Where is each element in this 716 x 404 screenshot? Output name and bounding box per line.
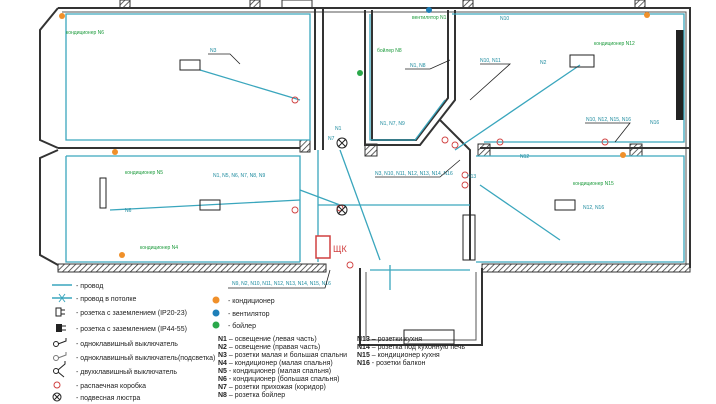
svg-text:бойлер N8: бойлер N8 bbox=[377, 47, 402, 54]
svg-text:N10, N11: N10, N11 bbox=[480, 58, 501, 64]
svg-text:- вентилятор: - вентилятор bbox=[228, 311, 270, 318]
exterior-wall-hatched bbox=[57, 263, 327, 273]
junction-box-icon bbox=[53, 381, 61, 389]
svg-text:N1, N5, N6, N7, N8, N9: N1, N5, N6, N7, N8, N9 bbox=[213, 173, 265, 179]
switch-lit-icon bbox=[53, 352, 67, 361]
svg-text:N8 – розетка бойлер: N8 – розетка бойлер bbox=[218, 391, 285, 399]
svg-text:N15 – кондиционер кухня: N15 – кондиционер кухня bbox=[357, 352, 440, 359]
svg-text:N1 – освещение (левая часть): N1 – освещение (левая часть) bbox=[218, 336, 317, 343]
svg-text:- бойлер: - бойлер bbox=[228, 322, 256, 330]
svg-text:- кондиционер: - кондиционер bbox=[228, 298, 275, 305]
chandelier-icon bbox=[52, 392, 62, 402]
legend-symbols bbox=[52, 284, 72, 402]
window bbox=[676, 30, 684, 120]
fan-icon bbox=[426, 7, 432, 13]
svg-text:- розетка с заземлением (IP20-: - розетка с заземлением (IP20-23) bbox=[76, 310, 187, 317]
svg-text:N2: N2 bbox=[540, 60, 547, 66]
svg-text:кондиционер N6: кондиционер N6 bbox=[66, 30, 104, 36]
svg-text:N1, N7, N9: N1, N7, N9 bbox=[380, 121, 405, 127]
exterior-wall-hatched bbox=[481, 263, 691, 273]
svg-text:N1: N1 bbox=[335, 126, 342, 132]
svg-text:- распаечная коробка: - распаечная коробка bbox=[76, 382, 146, 390]
svg-text:кондиционер N4: кондиционер N4 bbox=[140, 245, 178, 251]
svg-text:N6: N6 bbox=[125, 208, 132, 214]
svg-text:N14 – розетка под кухонную печ: N14 – розетка под кухонную печь bbox=[357, 344, 465, 351]
svg-text:N10: N10 bbox=[500, 16, 509, 22]
air-conditioner-icon bbox=[112, 149, 118, 155]
boiler-icon bbox=[212, 321, 220, 329]
air-conditioner-icon bbox=[620, 152, 626, 158]
svg-text:N16 - розетки балкон: N16 - розетки балкон bbox=[357, 359, 426, 367]
wiring bbox=[65, 13, 685, 290]
svg-text:кондиционер N5: кондиционер N5 bbox=[125, 170, 163, 176]
ceiling-wire-icon bbox=[52, 293, 72, 303]
plan-labels: кондиционер N6 кондиционер N5 кондиционе… bbox=[66, 15, 659, 289]
balcony-window bbox=[403, 329, 455, 345]
svg-text:N10, N12, N15, N16: N10, N12, N15, N16 bbox=[586, 117, 631, 123]
svg-text:N16: N16 bbox=[650, 120, 659, 126]
svg-text:- провод: - провод bbox=[76, 283, 103, 290]
svg-text:N12: N12 bbox=[520, 154, 529, 160]
walls bbox=[39, 0, 691, 346]
svg-text:N7 – розетки прихожая (коридор: N7 – розетки прихожая (коридор) bbox=[218, 384, 326, 391]
svg-text:- двухклавишный выключатель: - двухклавишный выключатель bbox=[76, 368, 177, 376]
electrical-panel: ЩК bbox=[315, 235, 347, 259]
svg-text:N6 - кондиционер (большая спал: N6 - кондиционер (большая спальня) bbox=[218, 375, 339, 383]
svg-text:N13: N13 bbox=[467, 174, 476, 180]
svg-text:N3: N3 bbox=[210, 48, 217, 54]
air-conditioner-icon bbox=[119, 252, 125, 258]
air-conditioner-icon bbox=[212, 296, 220, 304]
svg-text:кондиционер N12: кондиционер N12 bbox=[594, 41, 635, 47]
svg-text:- провод в потолке: - провод в потолке bbox=[76, 296, 137, 303]
svg-text:ЩК: ЩК bbox=[333, 244, 347, 254]
socket-ip44-icon bbox=[56, 324, 66, 332]
boiler-icon bbox=[357, 70, 363, 76]
svg-text:- подвесная люстра: - подвесная люстра bbox=[76, 395, 140, 402]
svg-text:- одноклавишный выключатель(по: - одноклавишный выключатель(подсветка) bbox=[76, 354, 215, 362]
svg-text:N5 - кондиционер (малая спальн: N5 - кондиционер (малая спальня) bbox=[218, 368, 331, 375]
svg-text:кондиционер N15: кондиционер N15 bbox=[573, 181, 614, 187]
svg-text:N2 – освещение (правая часть): N2 – освещение (правая часть) bbox=[218, 344, 320, 351]
svg-text:вентилятор N1: вентилятор N1 bbox=[412, 15, 447, 21]
chandelier-icon bbox=[336, 137, 348, 149]
svg-text:- розетка с заземлением (IP44-: - розетка с заземлением (IP44-55) bbox=[76, 326, 187, 333]
switch-single-icon bbox=[53, 338, 67, 347]
svg-text:- одноклавишный выключатель: - одноклавишный выключатель bbox=[76, 340, 178, 348]
legend: - провод - провод в потолке - розетка с … bbox=[52, 283, 465, 402]
svg-text:N9, N2, N10, N11, N12, N13, N1: N9, N2, N10, N11, N12, N13, N14, N15, N1… bbox=[232, 281, 331, 287]
switch-double-icon bbox=[53, 361, 66, 378]
svg-text:N13 – розетки кухня: N13 – розетки кухня bbox=[357, 336, 422, 343]
air-conditioner-icon bbox=[644, 12, 650, 18]
air-conditioner-icon bbox=[59, 13, 65, 19]
svg-text:N1, N8: N1, N8 bbox=[410, 63, 426, 69]
svg-text:N12, N16: N12, N16 bbox=[583, 205, 604, 211]
chandelier-icon bbox=[336, 204, 348, 216]
junction-boxes bbox=[291, 96, 609, 269]
device-dots bbox=[59, 7, 650, 258]
svg-text:N4 – кондиционер (малая спальн: N4 – кондиционер (малая спальня) bbox=[218, 360, 333, 367]
socket-ip20-icon bbox=[55, 307, 65, 317]
chandeliers bbox=[336, 137, 348, 216]
fan-icon bbox=[212, 309, 220, 317]
svg-text:N3 – розетки малая и большая с: N3 – розетки малая и большая спальни bbox=[218, 351, 347, 359]
svg-text:N7: N7 bbox=[328, 136, 335, 142]
radiator bbox=[99, 177, 107, 209]
kitchen-stove bbox=[462, 214, 476, 261]
lamps bbox=[179, 54, 595, 211]
svg-text:N3, N10, N11, N12, N13, N14, N: N3, N10, N11, N12, N13, N14, N16 bbox=[375, 171, 453, 177]
